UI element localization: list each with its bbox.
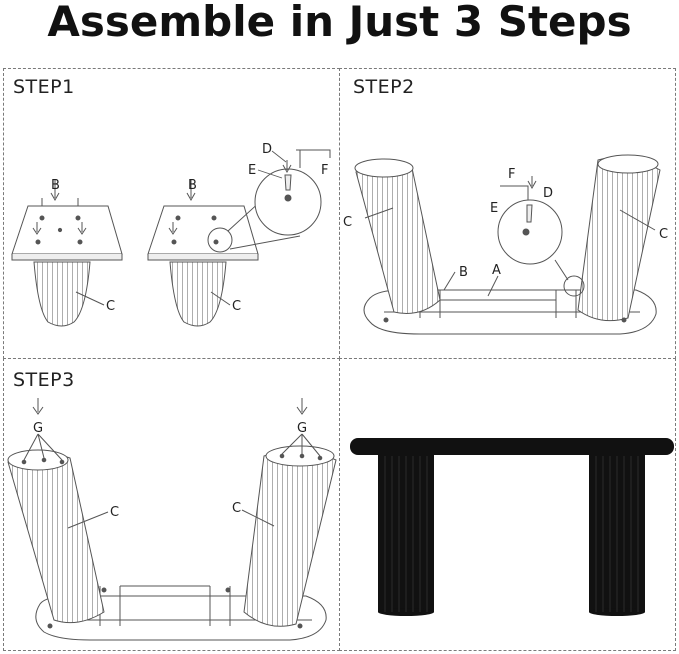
- part-label-d-step1: D: [262, 142, 272, 157]
- part-label-b-step1a: B: [51, 178, 60, 193]
- part-label-c-step1b: C: [232, 299, 241, 314]
- part-label-c-step3a: C: [110, 505, 119, 520]
- step1-leg-right: [147, 149, 331, 327]
- panel-finished: [339, 358, 676, 651]
- part-label-e-step2: E: [490, 201, 498, 216]
- finished-table-flutes: [384, 456, 639, 612]
- part-label-f-step1: F: [321, 163, 328, 178]
- part-label-b-step2: B: [459, 265, 468, 280]
- part-label-c-step2b: C: [659, 227, 668, 242]
- part-label-g-step3a: G: [33, 421, 43, 436]
- step3-assembly: [7, 398, 337, 641]
- step3-label: STEP3: [13, 369, 75, 391]
- part-label-c-step1a: C: [106, 299, 115, 314]
- part-label-e-step1: E: [248, 163, 256, 178]
- page-title: Assemble in Just 3 Steps: [47, 0, 632, 46]
- part-label-a-step2: A: [492, 263, 501, 278]
- part-label-g-step3b: G: [297, 421, 307, 436]
- part-label-b-step1b: B: [188, 178, 197, 193]
- part-label-c-step2a: C: [343, 215, 352, 230]
- step2-assembly: [354, 154, 661, 335]
- step1-label: STEP1: [13, 76, 75, 98]
- step1-leg-left: [11, 180, 123, 327]
- part-label-c-step3b: C: [232, 501, 241, 516]
- part-label-d-step2: D: [543, 186, 553, 201]
- step2-label: STEP2: [353, 76, 415, 98]
- part-label-f-step2: F: [508, 167, 515, 182]
